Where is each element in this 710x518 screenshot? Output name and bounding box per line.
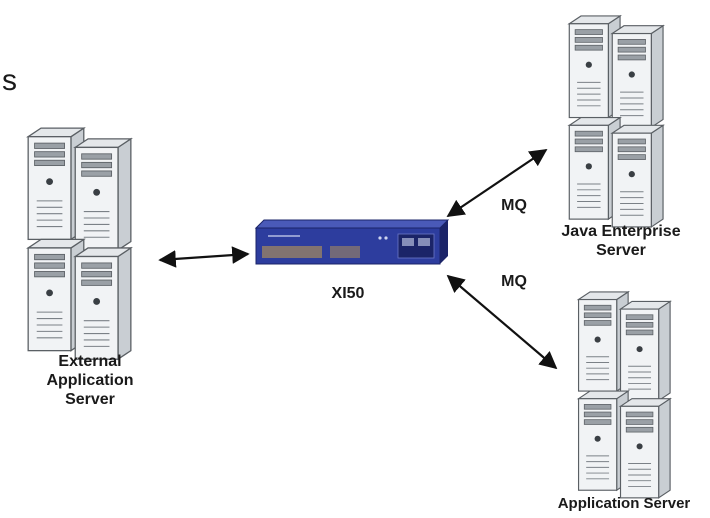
java-server-cluster — [569, 16, 663, 227]
external-server-label-line-2: Application — [46, 372, 134, 389]
external-to-xi50-arrow — [158, 246, 250, 268]
java-server-label: Java Enterprise Server — [546, 222, 696, 260]
xi50-to-app-arrow — [446, 274, 558, 370]
java-server-label-line-2: Server — [596, 242, 646, 259]
external-server-cluster — [28, 128, 131, 359]
mq-label-app: MQ — [501, 273, 527, 290]
xi50-label: XI50 — [331, 285, 365, 302]
xi50-appliance — [254, 219, 450, 265]
java-server-label-line-1: Java Enterprise — [561, 223, 681, 240]
mq-label-java: MQ — [501, 197, 527, 214]
fragment-text: s — [2, 64, 17, 97]
app-server-label: Application Server — [557, 495, 691, 512]
external-server-label: External Application Server — [30, 352, 150, 409]
external-server-label-line-3: Server — [65, 391, 115, 408]
app-server-cluster — [579, 292, 671, 498]
xi50-to-java-arrow — [446, 149, 548, 217]
external-server-label-line-1: External — [58, 353, 122, 370]
